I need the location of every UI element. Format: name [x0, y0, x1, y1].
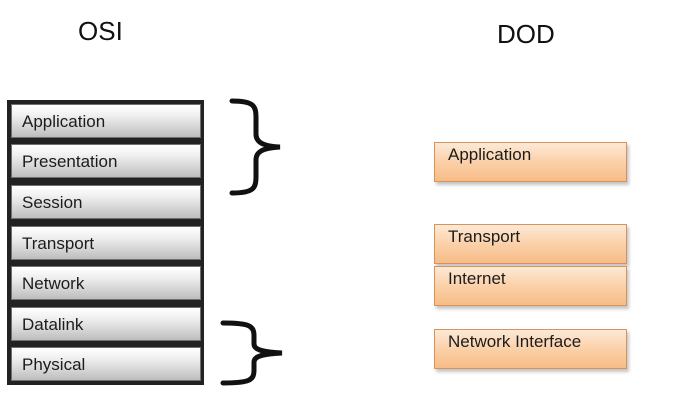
osi-layer-presentation: Presentation	[11, 144, 201, 178]
dod-title: DOD	[497, 19, 555, 49]
osi-layer-datalink: Datalink	[11, 307, 201, 341]
dod-layer-transport: Transport	[434, 224, 627, 264]
osi-layer-session: Session	[11, 185, 201, 219]
lower-brace	[220, 320, 283, 386]
osi-layer-network: Network	[11, 266, 201, 300]
osi-title: OSI	[78, 16, 123, 46]
dod-layer-internet: Internet	[434, 266, 627, 306]
osi-layer-physical: Physical	[11, 347, 201, 381]
dod-layer-network-interface: Network Interface	[434, 329, 627, 369]
dod-layer-application: Application	[434, 142, 627, 182]
osi-layer-transport: Transport	[11, 226, 201, 260]
osi-layer-stack: Application Presentation Session Transpo…	[7, 100, 204, 385]
osi-layer-application: Application	[11, 104, 201, 138]
upper-brace	[229, 98, 281, 196]
